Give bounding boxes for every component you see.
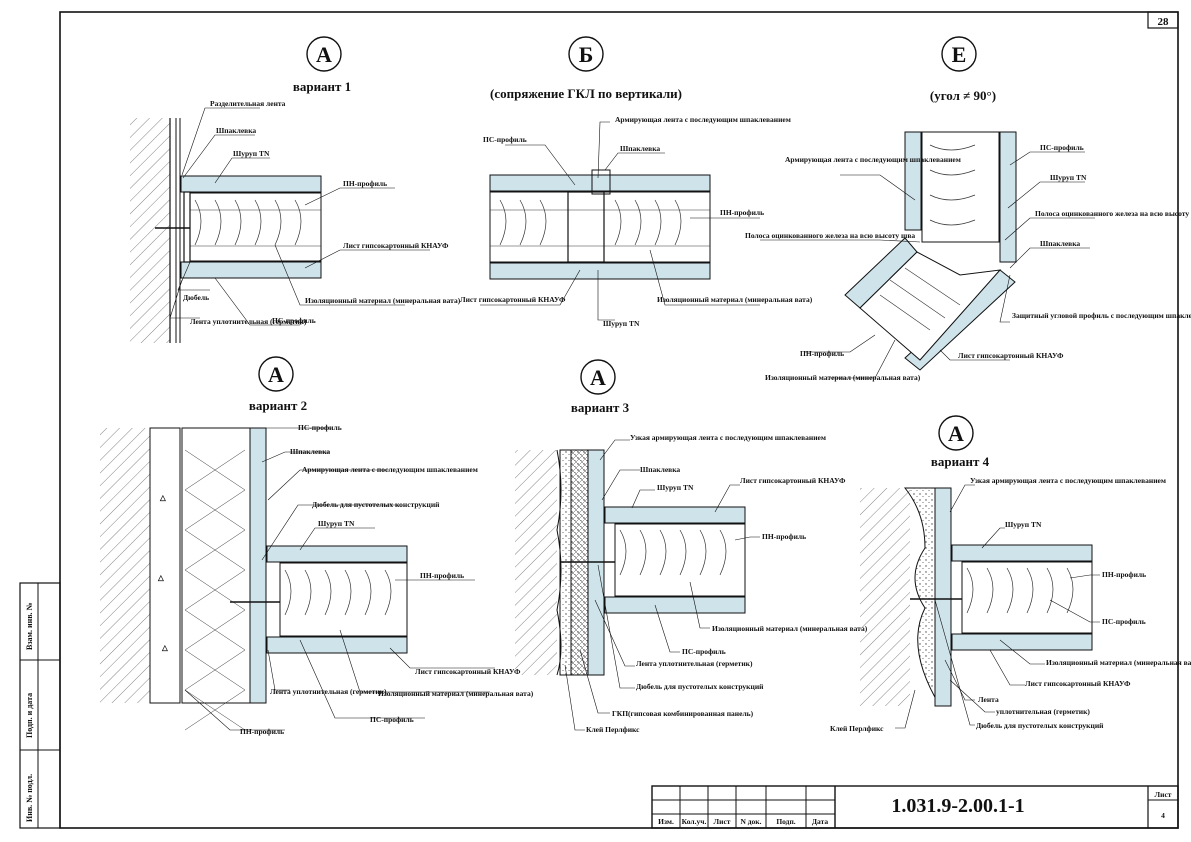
a4-label-tape: Узкая армирующая лента с последующим шпа… [970,476,1166,485]
a3-label-screw: Шуруп TN [657,483,694,492]
svg-text:△: △ [157,573,165,582]
detail-a1: А вариант 1 Разделительная лента Шпаклев… [130,36,461,343]
a4-label-ps-profile: ПС-профиль [1102,617,1146,626]
a1-label-dowel: Дюбель [183,293,209,302]
svg-text:△: △ [159,493,167,502]
sheet-number: 28 [1158,16,1170,28]
a1-label-sealing-tape: Лента уплотнительная (герметик) [190,317,307,326]
stamp-koluch: Кол.уч. [682,817,707,826]
stamp-podp: Подп. [776,817,795,826]
detail-a4-caption: вариант 4 [931,454,990,469]
a1-label-separating-tape: Разделительная лента [210,99,286,108]
a1-label-ps-profile: ПС-профиль [272,316,316,325]
sheet-label: Лист [1155,790,1172,799]
a2-label-gkl: Лист гипсокартонный КНАУФ [415,667,521,676]
side-label-sign: Подп. и дата [25,693,34,738]
stamp-list: Лист [714,817,731,826]
e-label-screw: Шуруп TN [1050,173,1087,182]
a4-label-screw: Шуруп TN [1005,520,1042,529]
a2-label-pn-profile-bottom: ПН-профиль [240,727,284,736]
title-block: Изм. Кол.уч. Лист N док. Подп. Дата 1.03… [651,785,1179,829]
a1-label-pn-profile: ПН-профиль [343,179,387,188]
b-label-ps-profile: ПС-профиль [483,135,527,144]
a4-label-dowel: Дюбель для пустотелых конструкций [976,721,1104,730]
b-label-tape: Армирующая лента с последующим шпаклеван… [615,115,791,124]
a3-label-glue: Клей Перлфикс [586,725,640,734]
stamp-ndoc: N док. [740,817,761,826]
detail-e: Е (угол ≠ 90°) Армирующая лента с послед… [745,36,1191,382]
detail-e-letter: Е [952,42,967,67]
e-label-gkl: Лист гипсокартонный КНАУФ [958,351,1064,360]
detail-b-caption: (сопряжение ГКЛ по вертикали) [490,86,682,101]
a1-label-gkl: Лист гипсокартонный КНАУФ [343,241,449,250]
e-label-insulation: Изоляционный материал (минеральная вата) [765,373,921,382]
b-label-screw: Шуруп TN [603,319,640,328]
sheet-frame [59,11,1179,829]
side-label-replace: Взам. инв. № [25,602,34,650]
a2-label-tape: Армирующая лента с последующим шпаклеван… [302,465,478,474]
a3-label-ps-profile: ПС-профиль [682,647,726,656]
e-label-steel-strip-l: Полоса оцинкованного железа на всю высот… [745,231,915,240]
e-label-putty: Шпаклевка [1040,239,1080,248]
e-label-corner-profile: Защитный угловой профиль с последующим ш… [1012,311,1191,320]
detail-a2-letter: А [268,362,284,387]
drawing-code: 1.031.9-2.00.1-1 [891,795,1024,817]
detail-a2-caption: вариант 2 [249,398,307,413]
a2-label-ps-profile-top: ПС-профиль [298,423,342,432]
b-label-insulation: Изоляционный материал (минеральная вата) [657,295,813,304]
a2-label-pn-profile: ПН-профиль [420,571,464,580]
side-label-inv: Инв. № подл. [25,774,34,822]
a4-label-gkl: Лист гипсокартонный КНАУФ [1025,679,1131,688]
sheet-value: 4 [1161,811,1165,820]
detail-a4: А вариант 4 Узкая армирующая лента с пос… [830,415,1191,733]
stamp-date: Дата [812,817,828,826]
a3-label-gkl: Лист гипсокартонный КНАУФ [740,476,846,485]
e-label-pn-profile: ПН-профиль [800,349,844,358]
a3-label-putty: Шпаклевка [640,465,680,474]
detail-b: Б (сопряжение ГКЛ по вертикали) Армирующ… [460,36,813,328]
a2-label-putty: Шпаклевка [290,447,330,456]
detail-a4-letter: А [948,421,964,446]
sheet-number-box [1147,11,1179,29]
a1-label-insulation: Изоляционный материал (минеральная вата) [305,296,461,305]
a1-label-screw: Шуруп TN [233,149,270,158]
a4-label-insulation: Изоляционный материал (минеральная вата) [1046,658,1191,667]
e-label-steel-strip-r: Полоса оцинкованного железа на всю высот… [1035,209,1191,218]
a3-label-insulation: Изоляционный материал (минеральная вата) [712,624,868,633]
a3-label-gkp: ГКП(гипсовая комбинированная панель) [612,709,754,718]
a4-label-sealing: уплотнительная (герметик) [996,707,1090,716]
svg-text:△: △ [161,643,169,652]
detail-a3-letter: А [590,365,606,390]
detail-a3-caption: вариант 3 [571,400,630,415]
stamp-izm: Изм. [658,817,674,826]
a4-label-glue: Клей Перлфикс [830,724,884,733]
a3-label-dowel: Дюбель для пустотелых конструкций [636,682,764,691]
a4-label-lenta: Лента [978,695,999,704]
a2-label-insulation: Изоляционный материал (минеральная вата) [378,689,534,698]
b-label-putty: Шпаклевка [620,144,660,153]
detail-a1-caption: вариант 1 [293,79,351,94]
a3-label-sealing-tape: Лента уплотнительная (герметик) [636,659,753,668]
detail-a2: А вариант 2 △ △ △ ПС-профиль Шпаклевка Арм… [100,356,534,736]
detail-a3: А вариант 3 Узкая армирующая лента с пос… [515,359,868,734]
a2-label-dowel: Дюбель для пустотелых конструкций [312,500,440,509]
e-label-ps-profile: ПС-профиль [1040,143,1084,152]
a4-label-pn-profile: ПН-профиль [1102,570,1146,579]
a1-label-putty: Шпаклевка [216,126,256,135]
side-stamp: Взам. инв. № Подп. и дата Инв. № подл. [19,582,61,829]
a3-label-pn-profile: ПН-профиль [762,532,806,541]
b-label-gkl: Лист гипсокартонный КНАУФ [460,295,566,304]
a2-label-screw: Шуруп TN [318,519,355,528]
a2-label-sealing-tape: Лента уплотнительная (герметик) [270,687,387,696]
a3-label-tape: Узкая армирующая лента с последующим шпа… [630,433,826,442]
e-label-tape: Армирующая лента с последующим шпаклеван… [785,155,961,164]
detail-a1-letter: А [316,42,332,67]
detail-b-letter: Б [579,42,594,67]
b-label-pn-profile: ПН-профиль [720,208,764,217]
detail-e-caption: (угол ≠ 90°) [930,88,996,103]
a2-label-ps-profile: ПС-профиль [370,715,414,724]
